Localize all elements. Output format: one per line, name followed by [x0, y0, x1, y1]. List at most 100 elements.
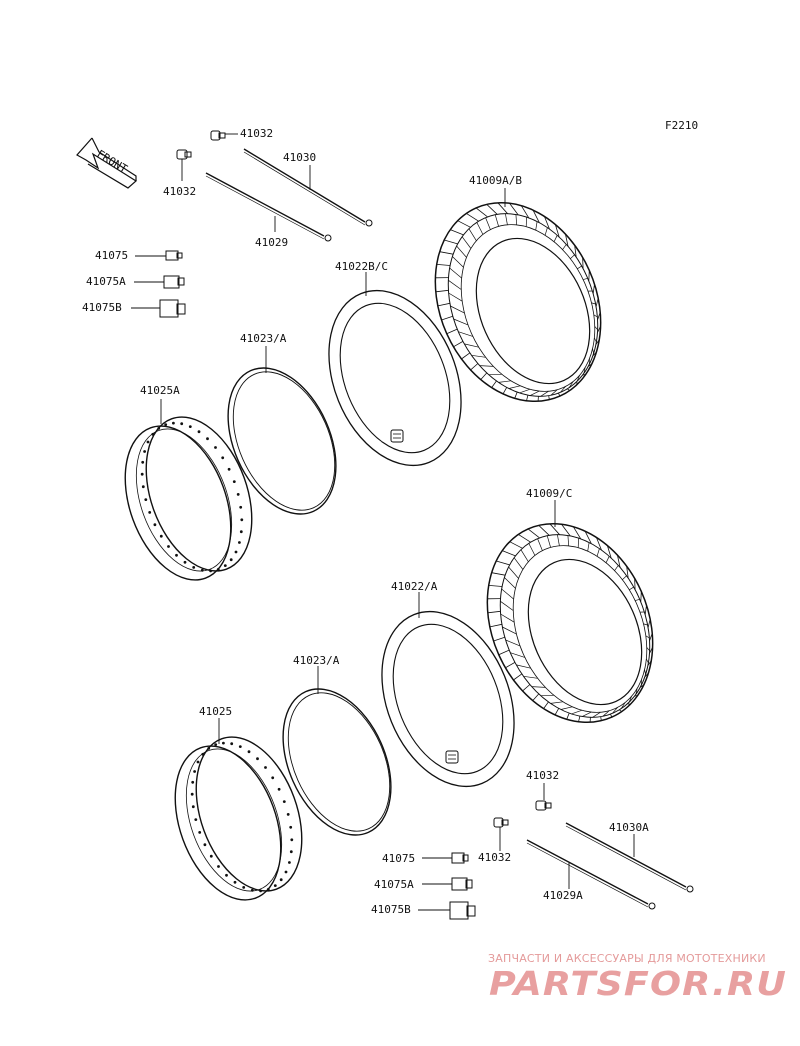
- tread-block: [635, 598, 640, 601]
- spoke-hole: [234, 550, 238, 554]
- tread-block: [491, 572, 506, 576]
- tube-valve-icon: [390, 429, 404, 443]
- tread-block: [502, 387, 508, 395]
- tread-block: [584, 530, 592, 544]
- spoke-hole: [143, 450, 147, 453]
- spoke-hole: [151, 432, 155, 436]
- label-lower-valve-b: 41032: [478, 851, 511, 864]
- tread-block: [464, 343, 479, 348]
- valve-cap-icon: [535, 800, 552, 811]
- spoke-hole: [159, 534, 163, 538]
- spoke-hole: [284, 870, 288, 874]
- tread-block: [436, 264, 451, 266]
- tread-block: [509, 202, 519, 216]
- tread-block: [513, 557, 524, 570]
- spoke-hole: [227, 467, 231, 471]
- tread-block: [627, 703, 631, 705]
- label-upper-tire: 41009A/B: [469, 174, 522, 187]
- valve-stem-icon: [176, 149, 192, 160]
- spoke-icon: [205, 172, 332, 242]
- tread-block: [509, 541, 523, 549]
- tread-block: [595, 298, 599, 307]
- tread-block: [446, 328, 458, 335]
- rim-band: [282, 688, 392, 836]
- tread-block: [461, 352, 471, 360]
- tread-block: [596, 537, 602, 551]
- tread-block: [622, 575, 627, 580]
- label-lower-tube: 41022/A: [391, 580, 438, 593]
- spoke-hole: [221, 456, 225, 460]
- tread-block: [572, 526, 582, 540]
- spoke-hole: [239, 530, 243, 534]
- wheel-rim: [124, 416, 253, 581]
- tread-block: [494, 214, 499, 227]
- rim-spoke-holes: [190, 741, 294, 893]
- spoke-hole: [144, 498, 148, 501]
- tread-block: [593, 314, 598, 318]
- tread-block: [597, 312, 601, 320]
- tread-block: [522, 684, 531, 692]
- spoke-hole: [289, 825, 293, 829]
- tread-block: [461, 236, 472, 249]
- tread-block: [515, 214, 518, 225]
- inner-tube: [328, 289, 462, 467]
- tread-block: [567, 535, 570, 546]
- tread-block: [449, 267, 462, 279]
- spoke-hole: [240, 518, 244, 522]
- label-lower-spoke-a: 41030A: [609, 821, 649, 834]
- label-upper-valve-a: 41032: [240, 127, 273, 140]
- tube-valve-icon: [445, 750, 459, 764]
- watermark-brand: PARTSFOR.RU: [489, 964, 787, 1003]
- tread-block: [610, 713, 613, 718]
- tread-block: [513, 673, 523, 681]
- spoke-hole: [217, 865, 220, 868]
- tread-block: [588, 270, 590, 281]
- tread-block: [532, 209, 540, 223]
- tread-block: [634, 578, 636, 590]
- spoke-hole: [140, 472, 144, 476]
- spoke-hole: [175, 553, 178, 557]
- tread-block: [560, 706, 573, 710]
- tread-block: [479, 365, 494, 367]
- tread-block: [629, 586, 634, 591]
- rim-band: [227, 367, 337, 515]
- spoke-hole: [250, 888, 254, 892]
- spoke-hole: [256, 757, 259, 761]
- tread-block: [504, 577, 516, 589]
- tread-block: [549, 523, 560, 535]
- tread-block: [535, 221, 538, 231]
- tread-block: [640, 684, 645, 688]
- label-lower-nipple-3: 41075B: [371, 903, 411, 916]
- tread-block: [600, 716, 602, 721]
- spoke-hole: [209, 569, 213, 573]
- tread-block: [437, 302, 450, 307]
- spoke-nipple-icon: [165, 250, 183, 261]
- tread-block: [582, 257, 584, 269]
- spoke-hole: [153, 523, 157, 527]
- tread-block: [577, 265, 582, 270]
- spoke-hole: [242, 886, 246, 889]
- spoke-hole: [190, 792, 194, 796]
- tread-block: [645, 658, 649, 664]
- tread-block: [593, 337, 597, 343]
- tread-block: [485, 217, 491, 230]
- spoke-hole: [180, 422, 184, 426]
- tread-block: [560, 386, 566, 393]
- tread-block: [498, 649, 510, 656]
- tread-block: [516, 664, 531, 669]
- tread-block: [628, 696, 632, 703]
- tire-tread-pattern: [487, 523, 653, 723]
- spoke-hole: [172, 421, 175, 425]
- tread-block: [488, 585, 503, 587]
- tread-block: [620, 702, 626, 709]
- spoke-hole: [141, 460, 145, 464]
- tread-block: [558, 392, 561, 397]
- tread-block: [557, 534, 560, 546]
- tread-block: [644, 669, 646, 675]
- front-arrow-icon: FRONT: [76, 137, 138, 189]
- label-lower-rim: 41025: [199, 705, 232, 718]
- tread-block: [595, 339, 600, 345]
- spoke-nipple-icon: [451, 877, 473, 891]
- spoke-hole: [194, 818, 198, 821]
- tread-block: [591, 302, 596, 305]
